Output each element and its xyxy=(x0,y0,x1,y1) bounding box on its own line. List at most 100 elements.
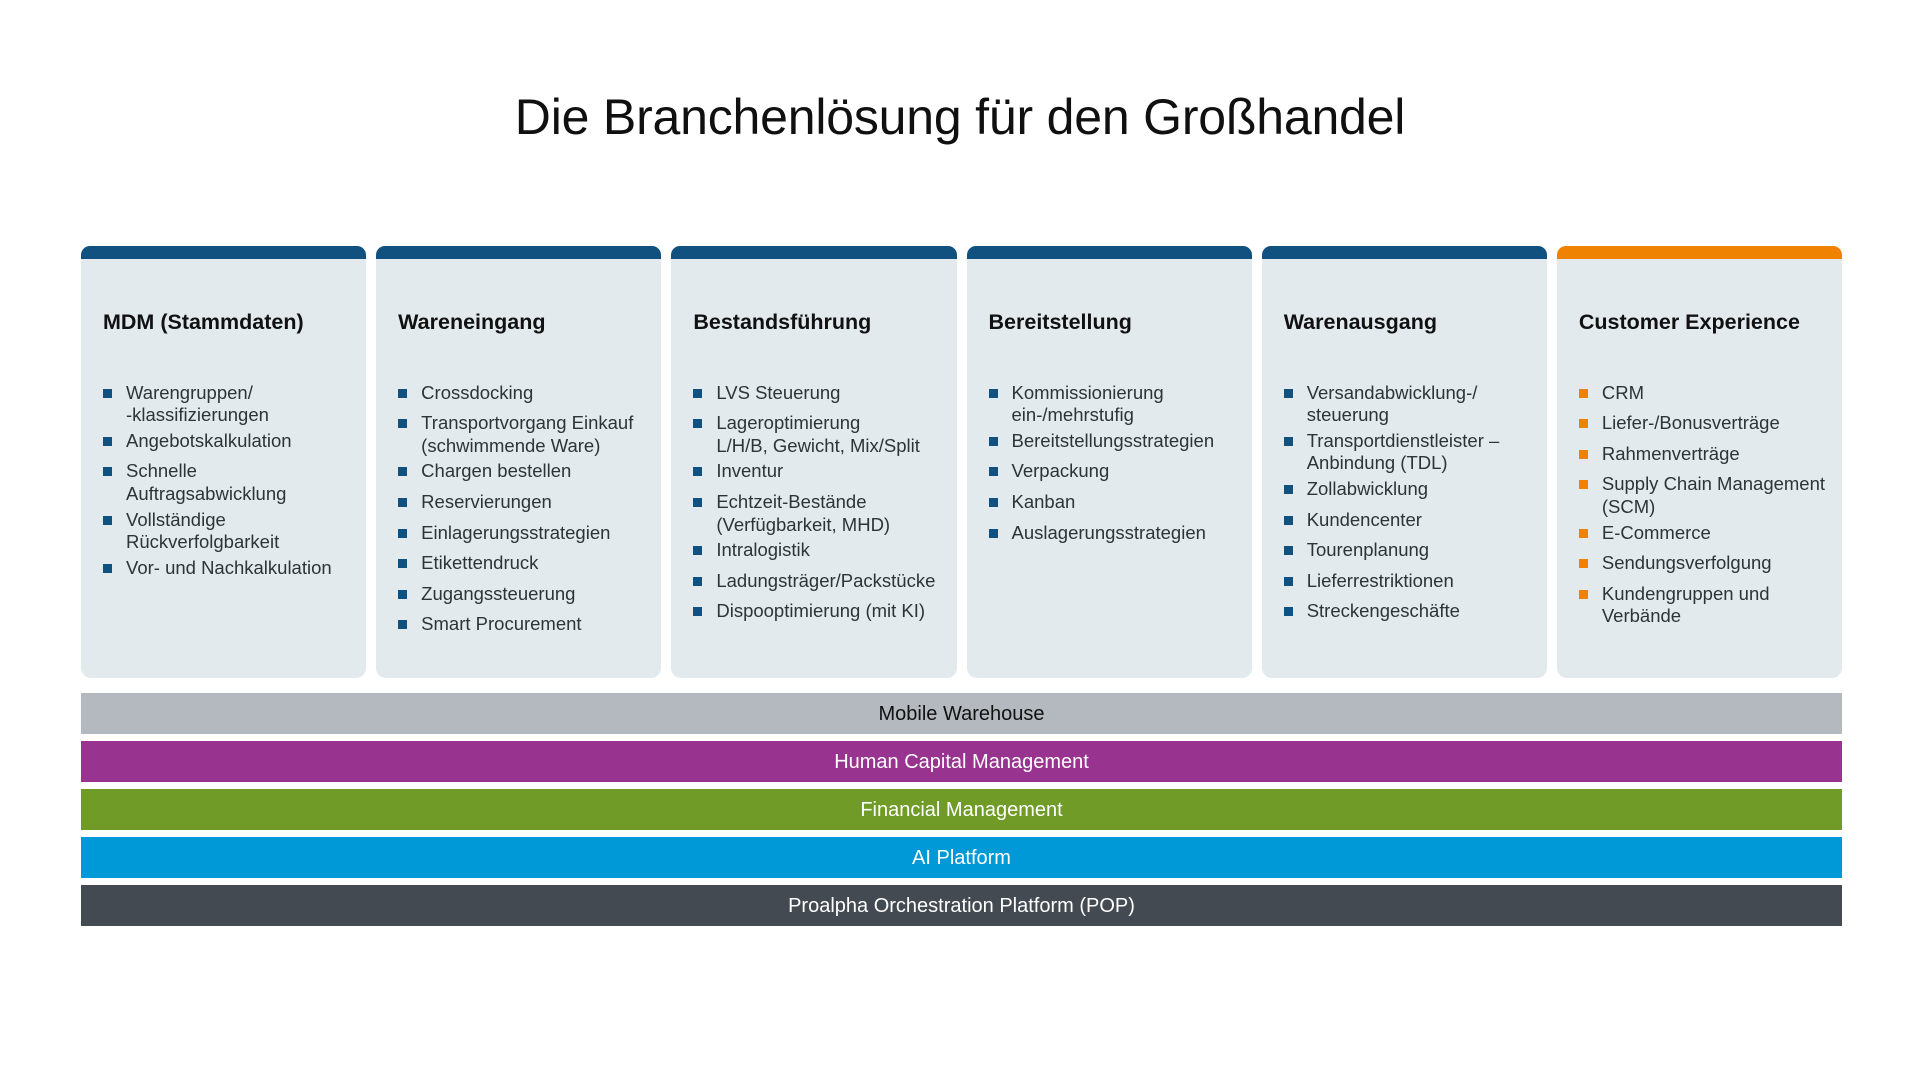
bullet-square-icon xyxy=(1283,436,1293,446)
bullet-square-icon xyxy=(1283,388,1293,398)
card-feature-label: Streckengeschäfte xyxy=(1306,600,1460,622)
bullet-square-icon xyxy=(1283,546,1293,556)
card-feature-label: LVS Steuerung xyxy=(716,381,841,403)
card-feature-item: Liefer-/Bonusverträge xyxy=(1578,412,1826,435)
card-feature-label: Echtzeit-Bestände(Verfügbarkeit, MHD) xyxy=(716,491,891,535)
platform-bar-mobile-warehouse[interactable]: Mobile Warehouse xyxy=(81,693,1842,734)
card-title: Customer Experience xyxy=(1578,310,1800,334)
card-feature-item: Verpackung xyxy=(988,460,1236,483)
platform-bar-human-capital-management[interactable]: Human Capital Management xyxy=(81,741,1842,782)
card-feature-item: Reservierungen xyxy=(398,491,645,514)
platform-bar-ai-platform[interactable]: AI Platform xyxy=(81,837,1842,878)
capability-card-mdm-stammdaten[interactable]: MDM (Stammdaten) Warengruppen/-klassifizi… xyxy=(81,246,367,678)
bullet-square-icon xyxy=(1578,528,1588,538)
bullet-square-icon xyxy=(103,467,112,477)
card-feature-label: Kanban xyxy=(1011,491,1076,513)
card-feature-label: Liefer-/Bonusverträge xyxy=(1601,412,1780,434)
bullet-square-icon xyxy=(103,436,112,446)
card-accent-bar xyxy=(966,246,1252,259)
card-feature-label: Intralogistik xyxy=(716,539,810,561)
bullet-square-icon xyxy=(693,467,703,477)
card-feature-item: Chargen bestellen xyxy=(398,460,645,483)
card-feature-item: Etikettendruck xyxy=(398,552,645,575)
card-feature-label: Bereitstellungsstrategien xyxy=(1011,429,1215,451)
bullet-square-icon xyxy=(398,620,408,630)
card-feature-item: Warengruppen/-klassifizierungen xyxy=(103,382,350,427)
bullet-square-icon xyxy=(103,515,112,525)
card-feature-item: Transportdienstleister –Anbindung (TDL) xyxy=(1283,429,1531,475)
bullet-square-icon xyxy=(1578,449,1588,459)
platform-bar-financial-management[interactable]: Financial Management xyxy=(81,789,1842,830)
bullet-square-icon xyxy=(1283,515,1293,525)
card-feature-label: Dispooptimierung (mit KI) xyxy=(716,600,926,622)
page-title: Die Branchenlösung für den Großhandel xyxy=(514,88,1406,145)
card-feature-label: Transportvorgang Einkauf(schwimmende War… xyxy=(421,412,634,456)
card-feature-label: Auslagerungsstrategien xyxy=(1011,521,1206,543)
bullet-square-icon xyxy=(1578,589,1588,599)
card-feature-item: Crossdocking xyxy=(398,382,645,405)
bullet-square-icon xyxy=(693,388,703,398)
bullet-square-icon xyxy=(988,498,998,508)
bullet-square-icon xyxy=(1283,485,1293,495)
card-feature-item: Bereitstellungsstrategien xyxy=(988,429,1236,453)
card-feature-label: Inventur xyxy=(716,460,784,482)
card-feature-item: Rahmenverträge xyxy=(1578,442,1826,466)
card-title: Bereitstellung xyxy=(988,310,1132,334)
card-feature-item: LVS Steuerung xyxy=(693,382,940,405)
bullet-square-icon xyxy=(1578,480,1588,490)
card-title: MDM (Stammdaten) xyxy=(103,310,304,334)
card-feature-item: Vor- und Nachkalkulation xyxy=(103,557,350,580)
card-feature-label: Kundencenter xyxy=(1306,508,1422,530)
bullet-square-icon xyxy=(693,576,703,586)
card-feature-item: Versandabwicklung-/steuerung xyxy=(1283,382,1531,427)
card-feature-label: Transportdienstleister –Anbindung (TDL) xyxy=(1306,429,1500,474)
card-title: Bestandsführung xyxy=(693,310,872,334)
card-feature-label: Zollabwicklung xyxy=(1306,478,1429,500)
bullet-square-icon xyxy=(1578,419,1588,429)
bullet-square-icon xyxy=(988,388,998,398)
bullet-square-icon xyxy=(398,498,408,508)
card-feature-item: Kanban xyxy=(988,491,1236,514)
platform-bar-label: Proalpha Orchestration Platform (POP) xyxy=(788,894,1135,917)
card-feature-item: Tourenplanung xyxy=(1283,539,1531,562)
platform-bar-label: Financial Management xyxy=(860,798,1063,821)
card-feature-item: Auslagerungsstrategien xyxy=(988,521,1236,545)
bullet-square-icon xyxy=(1283,576,1293,586)
card-feature-item: Kundencenter xyxy=(1283,508,1531,532)
bullet-square-icon xyxy=(693,498,703,508)
card-feature-label: Supply Chain Management(SCM) xyxy=(1601,473,1826,518)
bullet-square-icon xyxy=(398,559,408,569)
card-feature-item: Intralogistik xyxy=(693,539,940,562)
card-accent-bar xyxy=(81,246,367,259)
card-feature-item: Zollabwicklung xyxy=(1283,478,1531,501)
card-feature-label: Rahmenverträge xyxy=(1601,442,1740,464)
platform-bar-label: Human Capital Management xyxy=(834,750,1089,773)
card-feature-item: Sendungsverfolgung xyxy=(1578,552,1826,575)
card-feature-label: Smart Procurement xyxy=(421,613,582,635)
bullet-square-icon xyxy=(693,546,703,556)
card-accent-bar xyxy=(376,246,662,259)
card-feature-label: Lieferrestriktionen xyxy=(1306,569,1454,591)
card-feature-label: Einlagerungsstrategien xyxy=(421,521,611,543)
platform-bar-proalpha-orchestration-platform-pop[interactable]: Proalpha Orchestration Platform (POP) xyxy=(81,885,1842,926)
card-feature-label: Verpackung xyxy=(1011,460,1110,482)
card-feature-label: Chargen bestellen xyxy=(421,460,572,482)
platform-bar-label: AI Platform xyxy=(912,846,1011,869)
card-feature-label: Angebotskalkulation xyxy=(126,429,292,451)
card-feature-label: E-Commerce xyxy=(1601,521,1711,543)
